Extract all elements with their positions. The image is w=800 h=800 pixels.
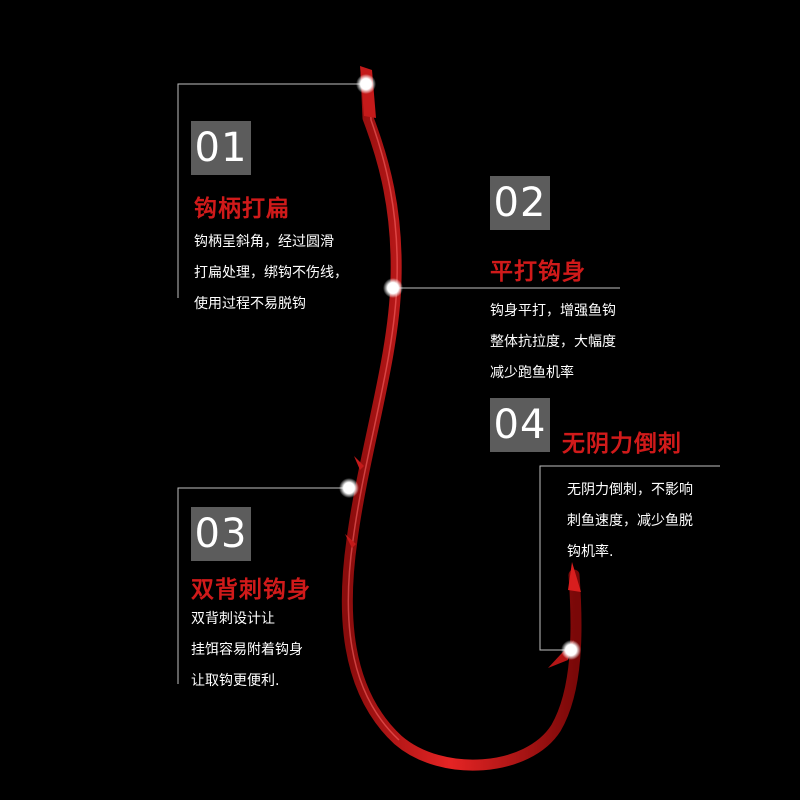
- callout-dot-02: [383, 278, 403, 298]
- back-spur-lower: [345, 534, 356, 548]
- feature-03-number: 03: [191, 507, 251, 561]
- hook-shank-highlight: [347, 79, 400, 741]
- hook-shank: [341, 68, 582, 771]
- feature-03-title: 双背刺钩身: [191, 577, 311, 603]
- feature-01-line-3: 使用过程不易脱钩: [194, 296, 306, 312]
- callout-dot-01: [356, 74, 376, 94]
- feature-04-line-1: 无阴力倒刺，不影响: [567, 482, 693, 498]
- feature-04-line-2: 刺鱼速度，减少鱼脱: [567, 513, 693, 529]
- feature-02-line-1: 钩身平打，增强鱼钩: [490, 303, 616, 319]
- feature-01-line-2: 打扁处理，绑钩不伤线，: [194, 265, 348, 281]
- feature-02-title: 平打钩身: [490, 259, 586, 285]
- callout-dot-03: [339, 478, 359, 498]
- feature-04-description: 无阴力倒刺，不影响 刺鱼速度，减少鱼脱 钩机率.: [567, 475, 693, 568]
- feature-02-line-3: 减少跑鱼机率: [490, 365, 574, 381]
- callout-line-01: [177, 83, 366, 298]
- feature-01-line-1: 钩柄呈斜角，经过圆滑: [194, 234, 334, 250]
- feature-04-title: 无阴力倒刺: [562, 431, 682, 457]
- feature-03-description: 双背刺设计让 挂饵容易附着钩身 让取钩更便利.: [191, 604, 303, 697]
- feature-04-line-3: 钩机率.: [567, 544, 614, 560]
- feature-03-line-1: 双背刺设计让: [191, 611, 275, 627]
- hook-point: [568, 562, 581, 592]
- back-spur-upper: [354, 456, 364, 470]
- feature-02-line-2: 整体抗拉度，大幅度: [490, 334, 616, 350]
- callout-line-03: [177, 487, 349, 684]
- feature-01-description: 钩柄呈斜角，经过圆滑 打扁处理，绑钩不伤线， 使用过程不易脱钩: [194, 227, 348, 320]
- feature-01-title: 钩柄打扁: [194, 196, 290, 222]
- feature-02-number: 02: [490, 176, 550, 230]
- feature-01-number: 01: [191, 121, 251, 175]
- feature-03-line-2: 挂饵容易附着钩身: [191, 642, 303, 658]
- feature-03-line-3: 让取钩更便利.: [191, 673, 280, 689]
- feature-02-description: 钩身平打，增强鱼钩 整体抗拉度，大幅度 减少跑鱼机率: [490, 296, 616, 389]
- feature-04-number: 04: [490, 398, 550, 452]
- callout-dot-04: [561, 640, 581, 660]
- callout-line-04: [539, 465, 720, 651]
